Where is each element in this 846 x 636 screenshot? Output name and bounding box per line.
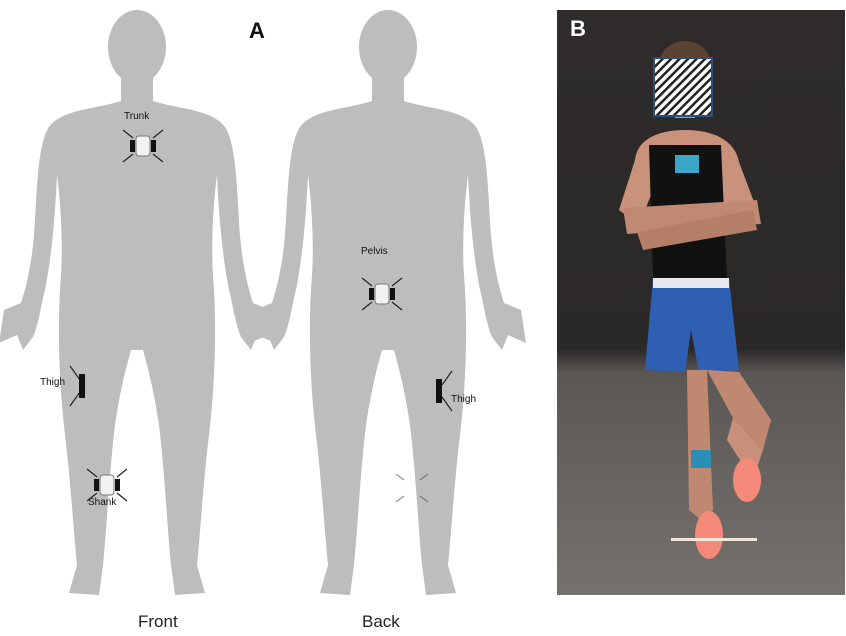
pelvis-label: Pelvis (361, 246, 388, 257)
participant-photo (557, 10, 845, 595)
back-view-label: Back (362, 612, 400, 632)
front-silhouette (0, 10, 275, 595)
shank-label: Shank (88, 497, 116, 508)
front-view-label: Front (138, 612, 178, 632)
panel-a-letter: A (249, 18, 265, 44)
panel-b-photo: B (557, 10, 845, 595)
panel-a-diagram: A Trunk Pelvis Thigh Thigh Shank Front B… (0, 0, 540, 636)
silhouettes-svg (0, 0, 540, 636)
panel-b-letter: B (570, 16, 586, 42)
thigh-front-label: Thigh (40, 377, 65, 388)
trunk-label: Trunk (124, 111, 149, 122)
thigh-back-label: Thigh (451, 394, 476, 405)
